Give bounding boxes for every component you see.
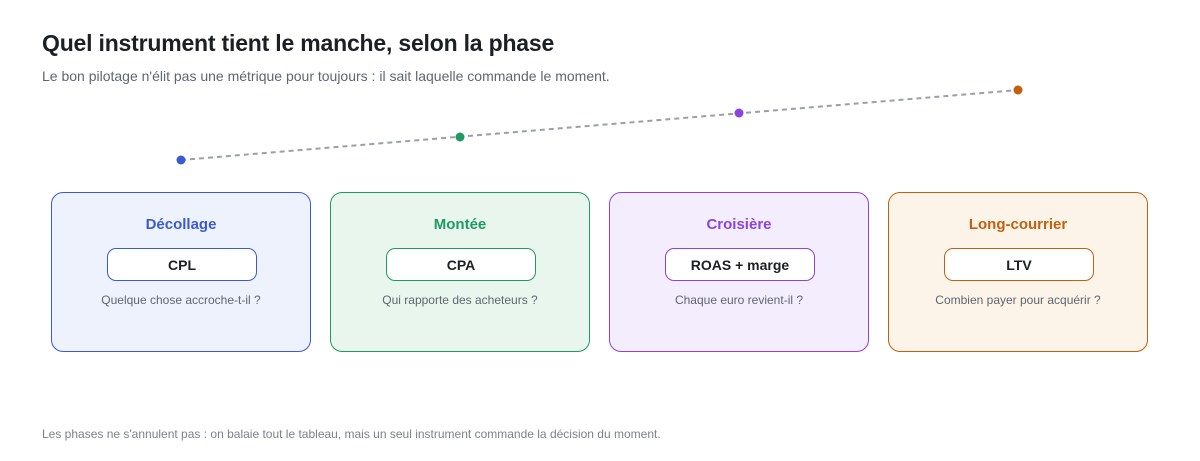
- phase-question: Combien payer pour acquérir ?: [935, 293, 1101, 307]
- phase-question: Qui rapporte des acheteurs ?: [382, 293, 538, 307]
- trajectory-dashed-line: [180, 89, 1019, 161]
- phase-name: Long-courrier: [968, 216, 1068, 233]
- phase-metric-badge: CPL: [107, 248, 257, 281]
- page-subtitle: Le bon pilotage n'élit pas une métrique …: [42, 68, 610, 84]
- page-title: Quel instrument tient le manche, selon l…: [42, 30, 555, 56]
- trajectory-dot-decollage: [176, 155, 186, 165]
- trajectory-dot-montee: [455, 132, 465, 142]
- phase-question: Chaque euro revient-il ?: [674, 293, 804, 307]
- phase-metric-badge: ROAS + marge: [665, 248, 815, 281]
- phase-question: Quelque chose accroche-t-il ?: [101, 293, 261, 307]
- phase-metric-badge: CPA: [386, 248, 536, 281]
- phase-metric-badge: LTV: [944, 248, 1094, 281]
- trajectory-dot-long-courrier: [1013, 85, 1023, 95]
- phase-card-montee: Montée CPA Qui rapporte des acheteurs ?: [330, 192, 590, 352]
- phase-card-long-courrier: Long-courrier LTV Combien payer pour acq…: [888, 192, 1148, 352]
- footnote: Les phases ne s'annulent pas : on balaie…: [42, 427, 661, 441]
- phase-card-decollage: Décollage CPL Quelque chose accroche-t-i…: [51, 192, 311, 352]
- phase-card-croisiere: Croisière ROAS + marge Chaque euro revie…: [609, 192, 869, 352]
- phase-name: Décollage: [145, 216, 217, 233]
- trajectory-line: [176, 85, 1023, 165]
- phase-name: Croisière: [706, 216, 772, 233]
- phase-name: Montée: [433, 216, 487, 233]
- trajectory-dot-croisiere: [734, 108, 744, 118]
